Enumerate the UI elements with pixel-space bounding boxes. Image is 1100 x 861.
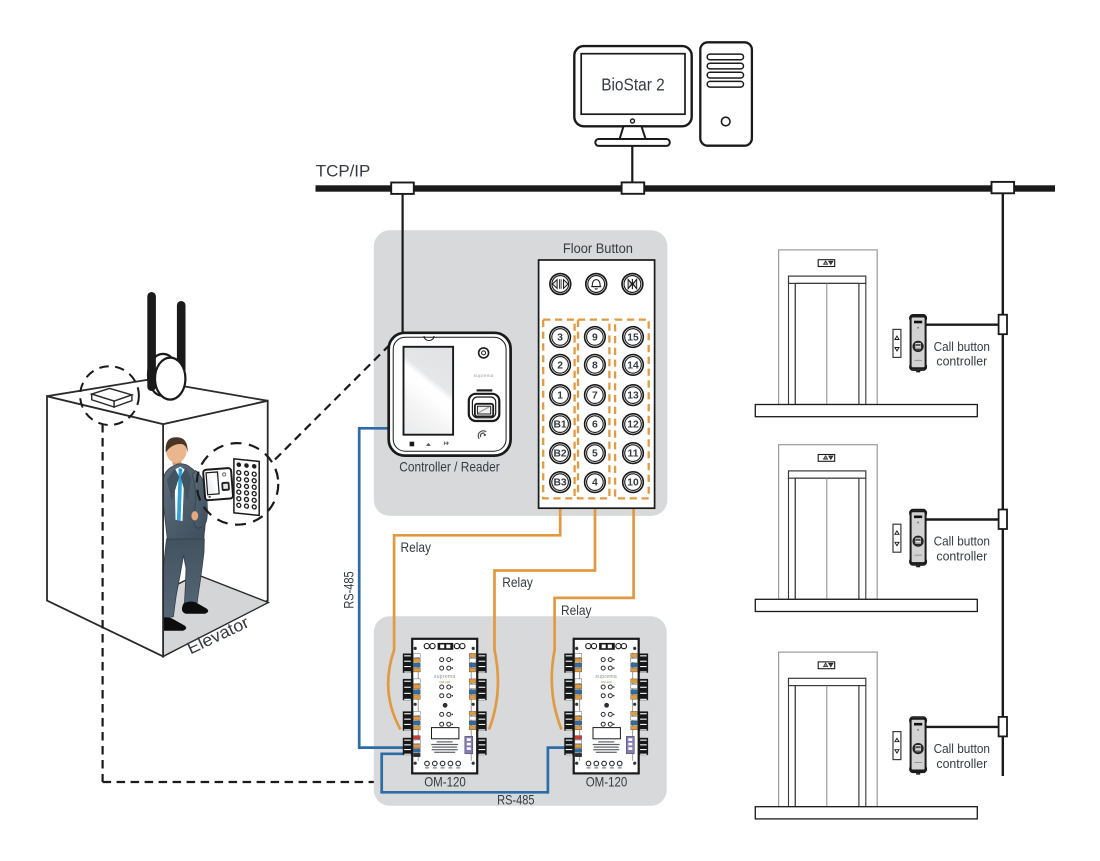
svg-text:RS-485: RS-485 [497,793,534,808]
svg-text:RS-485: RS-485 [341,571,356,608]
svg-text:Controller / Reader: Controller / Reader [399,458,500,474]
svg-text:6: 6 [592,420,598,431]
svg-text:4: 4 [592,478,598,489]
svg-text:10: 10 [627,478,639,489]
svg-text:Relay: Relay [401,540,432,555]
svg-text:BioStar 2: BioStar 2 [601,75,665,95]
svg-text:2: 2 [557,361,563,372]
svg-text:14: 14 [627,361,639,372]
svg-text:Floor Button: Floor Button [563,241,633,256]
svg-text:OM-120: OM-120 [586,774,628,790]
svg-text:5: 5 [592,449,598,460]
svg-text:1: 1 [557,391,563,402]
svg-text:13: 13 [627,391,639,402]
svg-text:7: 7 [592,391,598,402]
svg-text:suprema: suprema [474,373,494,378]
svg-text:12: 12 [627,420,639,431]
svg-text:B2: B2 [554,449,567,460]
svg-text:TCP/IP: TCP/IP [316,162,371,180]
svg-text:Relay: Relay [561,603,592,618]
svg-text:OM-120: OM-120 [424,774,466,790]
svg-text:Relay: Relay [502,575,533,590]
svg-text:B3: B3 [554,478,567,489]
svg-text:B1: B1 [554,420,567,431]
svg-text:8: 8 [592,361,598,372]
svg-text:15: 15 [627,333,639,344]
svg-text:3: 3 [557,333,563,344]
svg-text:11: 11 [628,449,639,460]
svg-text:9: 9 [592,333,598,344]
